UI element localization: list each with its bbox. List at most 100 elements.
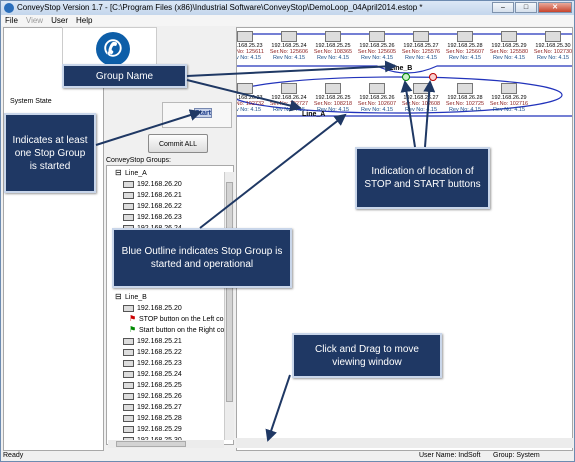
tree-device[interactable]: 192.168.26.21 [123,190,182,201]
tree-row-label: 192.168.25.20 [137,305,182,312]
callout-started: Indicates at least one Stop Group is sta… [4,113,96,193]
device-ser: Ser.No: 102716 [489,101,529,107]
device-ip: 192.168.25.26 [359,43,395,49]
callout-drag: Click and Drag to move viewing window [292,333,442,378]
tree-device[interactable]: 192.168.25.20 [123,303,182,314]
close-button[interactable]: ✕ [538,2,572,13]
group-icon: ⊟ [115,292,122,302]
tree-device[interactable]: 192.168.25.25 [123,380,182,391]
tree-row-label: 192.168.26.22 [137,203,182,210]
network-device-icon [123,370,134,378]
tree-device[interactable]: 192.168.25.24 [123,369,182,380]
canvas-horizontal-scrollbar[interactable] [236,438,573,448]
maximize-button[interactable]: □ [515,2,537,13]
tree-device[interactable]: 192.168.25.23 [123,358,182,369]
app-icon [4,3,14,13]
tree-device[interactable]: 192.168.25.21 [123,336,182,347]
device-ip: 192.168.26.28 [447,95,483,101]
tree-group[interactable]: ⊟Line_A [115,168,147,179]
line-b-label[interactable]: Line_B [389,65,413,72]
device-ip: 192.168.26.27 [403,95,439,101]
title-bar[interactable]: ConveyStop Version 1.7 - [C:\Program Fil… [1,1,574,15]
device-rev: Rev No: 4.15 [236,55,262,61]
stop-flag-icon: ⚑ [129,314,137,324]
device-rev: Rev No: 4.15 [448,55,482,61]
device-ip: 192.168.25.25 [315,43,351,49]
tree-device[interactable]: 192.168.25.22 [123,347,182,358]
device-rev: Rev No: 4.15 [316,55,350,61]
device-rev: Rev No: 4.15 [404,55,438,61]
device-ip: 192.168.25.23 [236,43,263,49]
menu-help[interactable]: Help [75,16,93,25]
tree-scroll-thumb[interactable] [226,182,233,402]
device-ser: Ser.No: 125606 [269,49,309,55]
left-panel [3,27,104,451]
network-device-icon [123,337,134,345]
tree-row-label: STOP button on the Left co [139,316,224,323]
tree-row-label: 192.168.25.23 [137,360,182,367]
network-device-icon [123,348,134,356]
device-ser: Ser.No: 102608 [401,101,441,107]
canvas-device[interactable]: 192.168.25.23Ser.No: 125611Rev No: 4.15 [236,31,265,71]
tree-device[interactable]: 192.168.25.26 [123,391,182,402]
device-icon [237,83,253,94]
tree-row-label: Start button on the Right co [139,327,225,334]
tree-row-label: Line_B [125,294,147,301]
line-a-label[interactable]: Line_A [302,111,326,118]
network-device-icon [123,202,134,210]
tree-row-label: 192.168.25.27 [137,404,182,411]
tree-device[interactable]: 192.168.26.23 [123,212,182,223]
tree-button-start[interactable]: ⚑Start button on the Right co [129,325,224,336]
tree-button-stop[interactable]: ⚑STOP button on the Left co [129,314,224,325]
tree-row-label: 192.168.25.21 [137,338,182,345]
minimize-button[interactable]: ‒ [492,2,514,13]
device-icon [545,31,561,42]
device-rev: Rev No: 4.15 [536,55,570,61]
device-ip: 192.168.26.26 [359,95,395,101]
tree-device[interactable]: 192.168.25.28 [123,413,182,424]
tree-row-label: Line_A [125,170,147,177]
tree-row-label: 192.168.26.20 [137,181,182,188]
menu-user[interactable]: User [51,16,68,25]
start-button-marker[interactable] [402,73,410,81]
network-device-icon [123,414,134,422]
tree-device[interactable]: 192.168.26.20 [123,179,182,190]
device-ip: 192.168.25.24 [271,43,307,49]
commit-all-button[interactable]: Commit ALL [148,134,208,153]
tree-horizontal-scrollbar[interactable] [108,440,224,448]
device-rev: Rev No: 4.15 [360,107,394,113]
menu-view[interactable]: View [25,16,44,25]
tree-row-label: 192.168.25.22 [137,349,182,356]
network-device-icon [123,381,134,389]
device-ip: 192.168.25.29 [491,43,527,49]
device-ser: Ser.No: 102730 [533,49,573,55]
tree-group[interactable]: ⊟Line_B [115,292,147,303]
canvas-device[interactable]: 192.168.26.23Ser.No: 102732Rev No: 4.15 [237,83,265,123]
device-icon [501,31,517,42]
tree-device[interactable]: 192.168.25.27 [123,402,182,413]
status-group: Group: System [493,452,540,459]
tree-vertical-scrollbar[interactable] [224,172,234,440]
device-rev: Rev No: 4.15 [492,55,526,61]
stop-button-marker[interactable] [429,73,437,81]
menu-file[interactable]: File [5,16,18,25]
network-device-icon [123,392,134,400]
device-icon [281,83,297,94]
callout-buttons: Indication of location of STOP and START… [355,147,490,209]
tree-device[interactable]: 192.168.26.22 [123,201,182,212]
tree-device[interactable]: 192.168.25.29 [123,424,182,435]
tree-hscroll-thumb[interactable] [116,441,186,447]
